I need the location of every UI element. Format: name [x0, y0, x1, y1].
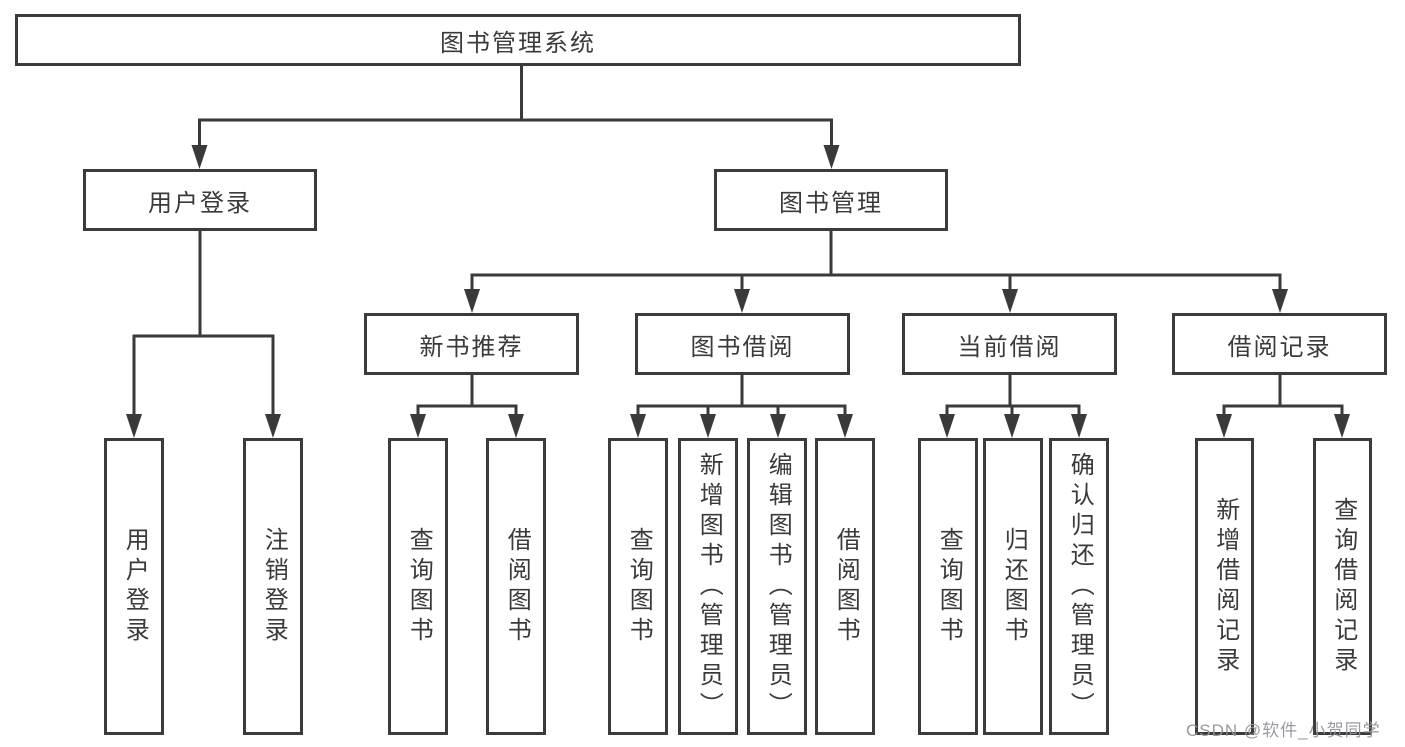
node-user-login: 用户登录 — [83, 169, 317, 231]
node-leaf-borrow-books-1: 借阅图书 — [486, 438, 546, 735]
node-label: 当前借阅 — [957, 333, 1062, 361]
connector-user-login-children — [126, 231, 281, 438]
node-label: 借阅图书 — [503, 526, 531, 647]
node-book-borrow: 图书借阅 — [635, 313, 850, 375]
node-label: 归还图书 — [1000, 526, 1028, 647]
node-label: 用户登录 — [121, 526, 149, 647]
node-leaf-query-books-2: 查询图书 — [608, 438, 668, 735]
node-current-borrow: 当前借阅 — [902, 313, 1117, 375]
node-label: 编辑图书（管理员） — [764, 451, 792, 722]
node-borrow-records: 借阅记录 — [1172, 313, 1387, 375]
node-label: 图书借阅 — [690, 333, 795, 361]
node-label: 新增图书（管理员） — [695, 451, 723, 722]
node-label: 查询图书 — [625, 526, 653, 647]
node-leaf-query-borrow-record: 查询借阅记录 — [1313, 438, 1372, 735]
node-label: 查询图书 — [405, 526, 433, 647]
node-label: 查询图书 — [935, 526, 963, 647]
connector-current-borrow-children — [939, 375, 1087, 438]
watermark: CSDN @软件_小贺同学 — [1186, 721, 1381, 740]
connector-book-borrow-children — [630, 375, 853, 438]
node-leaf-confirm-return-admin: 确认归还（管理员） — [1049, 438, 1109, 735]
node-book-mgmt: 图书管理 — [714, 169, 948, 231]
node-label: 查询借阅记录 — [1329, 496, 1357, 677]
node-label: 借阅记录 — [1227, 333, 1332, 361]
node-label: 借阅图书 — [832, 526, 860, 647]
node-leaf-add-borrow-record: 新增借阅记录 — [1195, 438, 1254, 735]
node-label: 新书推荐 — [419, 333, 524, 361]
node-leaf-logout: 注销登录 — [243, 438, 303, 735]
node-label: 新增借阅记录 — [1211, 496, 1239, 677]
node-leaf-borrow-books-2: 借阅图书 — [815, 438, 875, 735]
node-new-book-rec: 新书推荐 — [364, 313, 579, 375]
node-leaf-user-login: 用户登录 — [104, 438, 164, 735]
node-leaf-add-books-admin: 新增图书（管理员） — [678, 438, 738, 735]
node-leaf-query-books-1: 查询图书 — [388, 438, 448, 735]
node-leaf-edit-books-admin: 编辑图书（管理员） — [747, 438, 807, 735]
connector-borrow-records-children — [1216, 375, 1350, 438]
node-root: 图书管理系统 — [15, 14, 1021, 66]
node-leaf-return-books: 归还图书 — [983, 438, 1043, 735]
node-label: 图书管理 — [779, 189, 883, 217]
node-label: 注销登录 — [260, 526, 288, 647]
node-leaf-query-books-3: 查询图书 — [918, 438, 978, 735]
connector-root-to-level2 — [191, 66, 840, 169]
connector-book-mgmt-to-level3 — [464, 231, 1288, 313]
connector-new-book-rec-children — [410, 375, 524, 438]
node-label: 确认归还（管理员） — [1066, 451, 1094, 722]
node-label: 用户登录 — [148, 189, 252, 217]
node-label: 图书管理系统 — [440, 29, 596, 57]
